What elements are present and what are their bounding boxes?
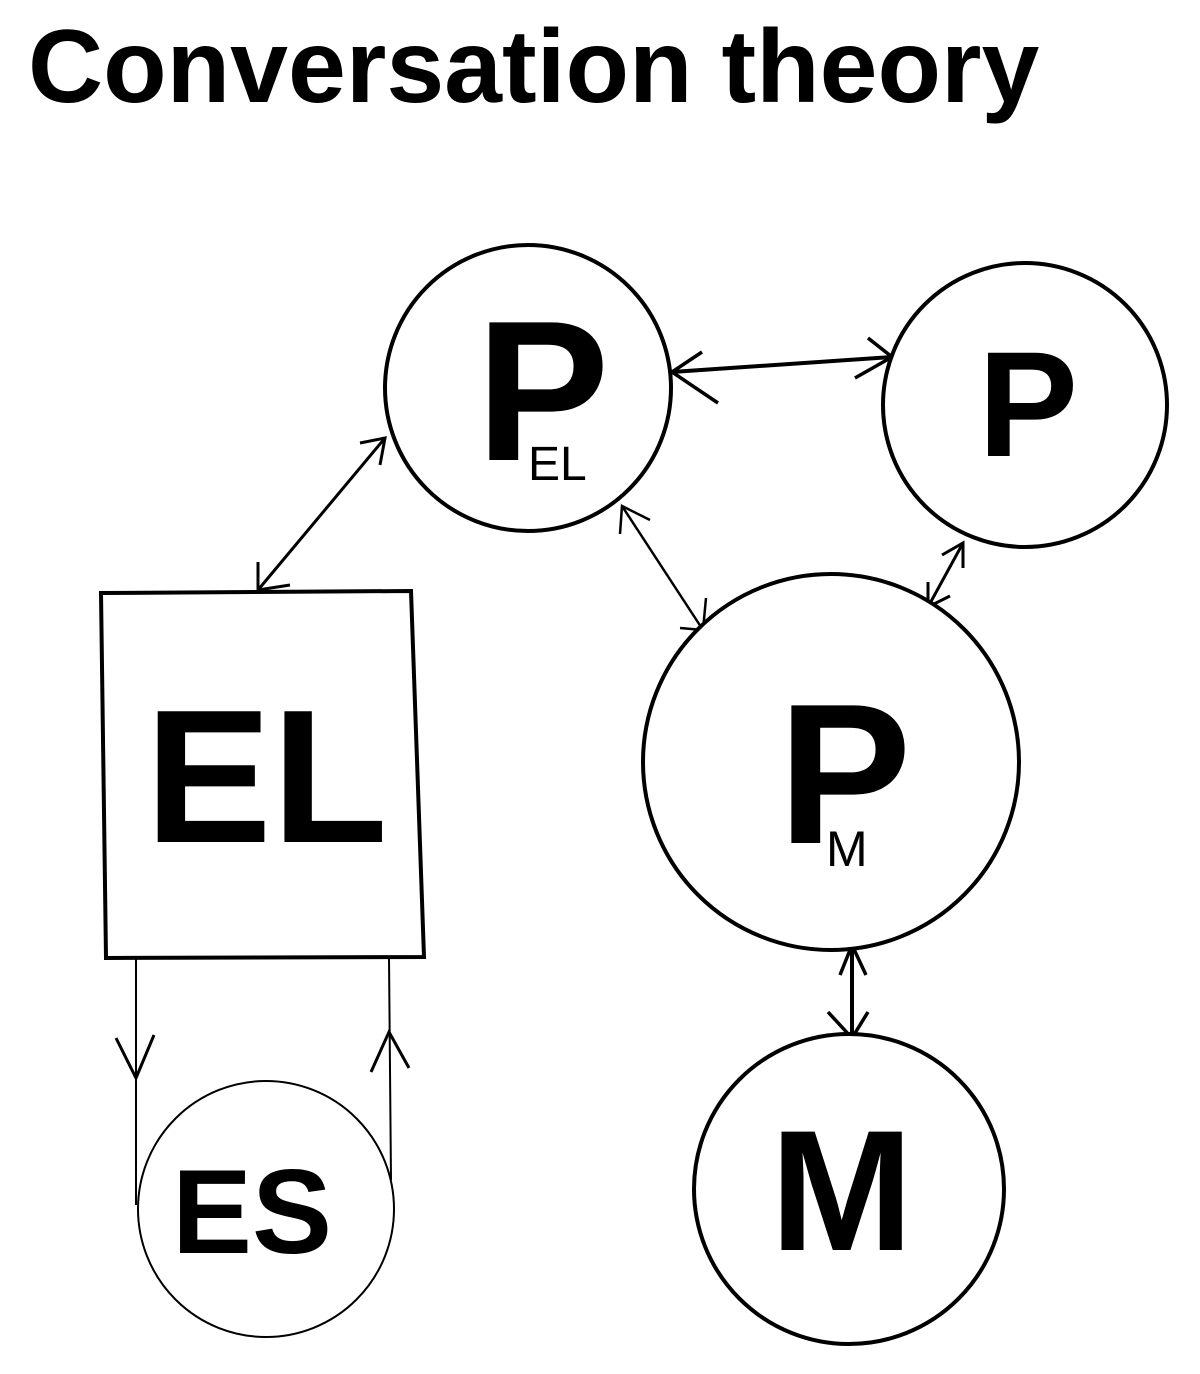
edge-el-to-es (114, 958, 156, 1205)
page-title: Conversation theory (28, 9, 1040, 125)
node-p-el-label: P (476, 280, 609, 503)
node-p-m-subscript: M (826, 821, 868, 877)
node-m: M (692, 1032, 1006, 1346)
node-es-label: ES (172, 1145, 332, 1279)
edge-p-el-p (668, 336, 896, 405)
node-p-el-circle (383, 243, 673, 533)
node-p-circle (881, 261, 1169, 549)
edge-p-m-m (826, 940, 870, 1041)
node-es: ES (137, 1080, 395, 1338)
edge-p-el-p-m (618, 504, 708, 632)
node-p-m-circle (641, 572, 1021, 952)
node-m-label: M (770, 1095, 913, 1287)
edge-p-p-m (926, 540, 965, 610)
node-p-label: P (978, 320, 1078, 488)
node-es-circle (137, 1080, 395, 1338)
node-el: EL (98, 588, 427, 961)
edge-el-p-el (256, 436, 387, 592)
node-m-circle (692, 1032, 1006, 1346)
node-el-box (98, 588, 427, 961)
node-el-label: EL (145, 671, 388, 883)
node-p-el-subscript: EL (528, 438, 587, 491)
node-p-m: P M (641, 572, 1021, 952)
node-p-m-label: P (778, 663, 911, 886)
edge-es-to-el (369, 957, 411, 1181)
node-p-el: P EL (383, 243, 673, 533)
node-p: P (881, 261, 1169, 549)
